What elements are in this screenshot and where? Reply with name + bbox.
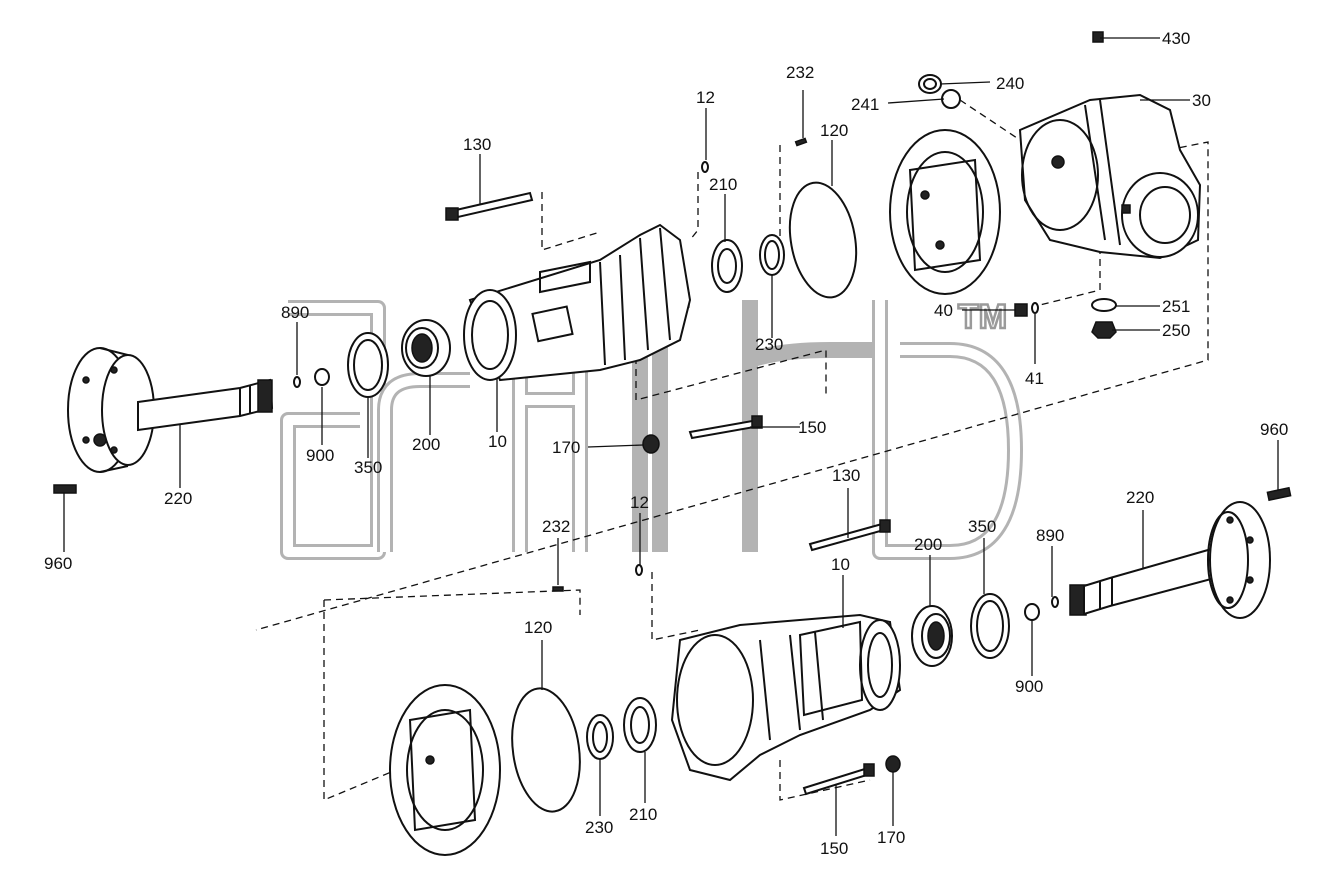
label-210-top: 210 (709, 175, 737, 194)
oring-12-top (701, 161, 709, 173)
label-130-bottom: 130 (832, 466, 860, 485)
plug-240 (918, 74, 942, 94)
label-350-bottom: 350 (968, 517, 996, 536)
label-230-bottom: 230 (585, 818, 613, 837)
label-900-bottom: 900 (1015, 677, 1043, 696)
label-200-top: 200 (412, 435, 440, 454)
bolt-150-top (688, 415, 763, 440)
label-900-top: 900 (306, 446, 334, 465)
ring-900-bottom (1024, 603, 1040, 621)
nut-170-top (642, 434, 660, 454)
housing-10-top (463, 223, 692, 382)
label-41: 41 (1025, 369, 1044, 388)
leader-lines (63, 37, 1279, 836)
label-210-bottom: 210 (629, 805, 657, 824)
ring-900-top (314, 368, 330, 386)
label-890-top: 890 (281, 303, 309, 322)
bolt-130-bottom (808, 519, 891, 552)
plug-40 (1014, 303, 1028, 317)
label-10-bottom: 10 (831, 555, 850, 574)
pin-232-bottom (552, 586, 564, 592)
label-350-top: 350 (354, 458, 382, 477)
oring-251 (1091, 298, 1117, 312)
assembly-dash-lines (255, 99, 1209, 801)
bearing-210-bottom (623, 697, 657, 753)
bolt-130-top (445, 191, 534, 221)
label-220-bottom: 220 (1126, 488, 1154, 507)
label-12-top: 12 (696, 88, 715, 107)
label-220-top: 220 (164, 489, 192, 508)
part-labels: 430 30 240 241 232 120 12 130 210 230 89… (44, 29, 1288, 858)
label-960-bottom: 960 (1260, 420, 1288, 439)
snap-ring-230-bottom (586, 714, 614, 760)
label-430: 430 (1162, 29, 1190, 48)
plug-430 (1092, 31, 1104, 43)
label-120-bottom: 120 (524, 618, 552, 637)
oring-12-bottom (635, 564, 643, 576)
label-250: 250 (1162, 321, 1190, 340)
housing-30 (1018, 93, 1202, 260)
label-150-bottom: 150 (820, 839, 848, 858)
label-40: 40 (934, 301, 953, 320)
nut-170-bottom (885, 755, 901, 773)
plug-250 (1091, 321, 1117, 339)
label-232-bottom: 232 (542, 517, 570, 536)
watermark-trademark: TM (958, 298, 1007, 336)
label-200-bottom: 200 (914, 535, 942, 554)
bolt-150-bottom (802, 763, 875, 796)
seal-350-top (347, 332, 389, 398)
pin-232-top (794, 137, 808, 147)
housing-10-bottom (670, 613, 902, 782)
label-12-bottom: 12 (630, 493, 649, 512)
ring-241 (941, 89, 961, 109)
oring-120-bottom (511, 687, 581, 813)
bolt-960-top (53, 484, 77, 494)
label-120-top: 120 (820, 121, 848, 140)
bearing-200-bottom (911, 605, 953, 667)
oring-120-top (788, 181, 858, 299)
gear-disc-bottom (389, 684, 501, 856)
oring-890-top (293, 376, 301, 388)
bearing-210-top (711, 239, 743, 293)
label-960-top: 960 (44, 554, 72, 573)
gear-disc-top (889, 129, 1001, 295)
label-170-bottom: 170 (877, 828, 905, 847)
label-240: 240 (996, 74, 1024, 93)
label-150-top: 150 (798, 418, 826, 437)
bearing-200-top (401, 319, 451, 377)
label-30: 30 (1192, 91, 1211, 110)
label-890-bottom: 890 (1036, 526, 1064, 545)
snap-ring-230-top (759, 234, 785, 276)
axle-shaft-220-top (67, 347, 274, 473)
seal-41 (1031, 302, 1039, 314)
label-170-top: 170 (552, 438, 580, 457)
oring-890-bottom (1051, 596, 1059, 608)
label-232-top: 232 (786, 63, 814, 82)
bolt-960-bottom (1266, 486, 1292, 502)
label-251: 251 (1162, 297, 1190, 316)
axle-shaft-220-bottom (1069, 501, 1271, 619)
label-130-top: 130 (463, 135, 491, 154)
seal-350-bottom (970, 593, 1010, 659)
label-10-top: 10 (488, 432, 507, 451)
label-241: 241 (851, 95, 879, 114)
label-230-top: 230 (755, 335, 783, 354)
